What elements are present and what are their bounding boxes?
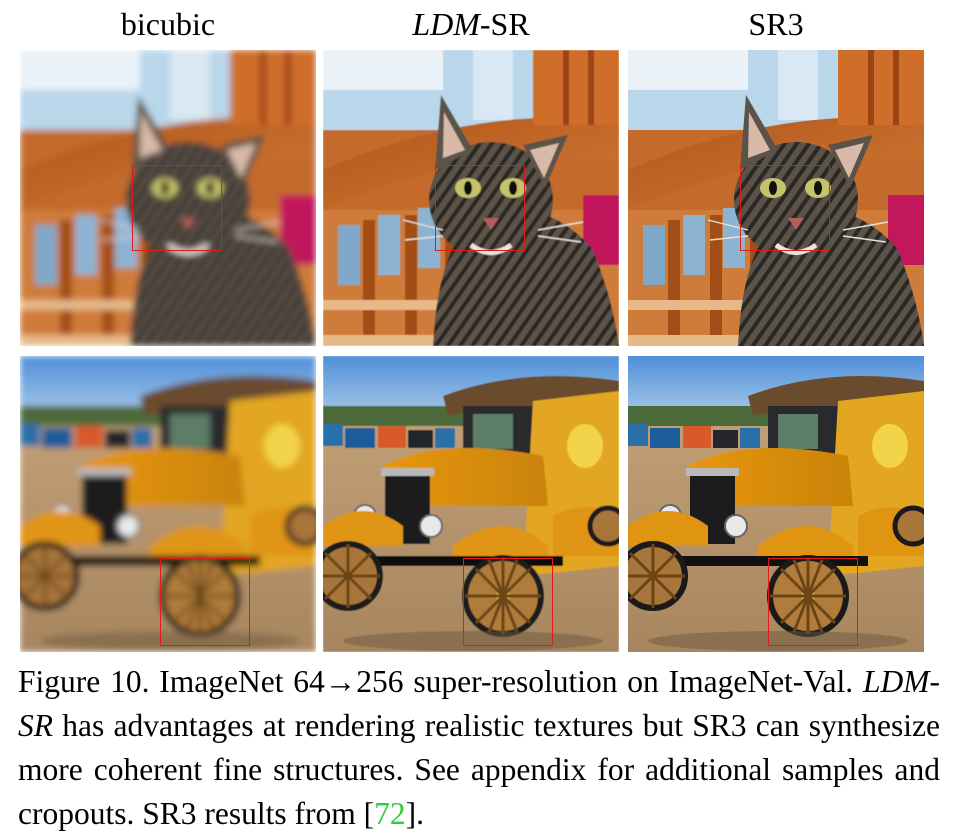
image-car-bicubic	[20, 356, 316, 652]
caption-text-3: ].	[405, 796, 424, 831]
crop-box	[463, 558, 553, 646]
crop-box	[768, 558, 858, 646]
citation-link[interactable]: 72	[374, 796, 406, 831]
image-car-sr3	[628, 356, 924, 652]
crop-box	[435, 165, 525, 251]
column-header-bicubic: bicubic	[20, 2, 316, 46]
image-cat-sr3	[628, 50, 924, 346]
column-header-label: bicubic	[120, 6, 216, 42]
figure-caption: Figure 10. ImageNet 64→256 super-resolut…	[18, 660, 940, 836]
caption-text-2: has advantages at rendering realistic te…	[18, 708, 940, 831]
column-header-label: -SR	[479, 6, 530, 42]
image-cat-bicubic	[20, 50, 316, 346]
column-header-ldm-sr: LDM-SR	[323, 2, 619, 46]
crop-box	[132, 165, 222, 251]
column-header-label-italic: LDM	[412, 6, 480, 42]
image-car-ldm-sr	[323, 356, 619, 652]
caption-text-1: Figure 10. ImageNet 64→256 super-resolut…	[18, 664, 854, 699]
caption-italic-label: LDM-SR	[18, 664, 941, 743]
crop-box	[160, 558, 250, 646]
column-header-label: SR3	[748, 6, 804, 42]
crop-box	[740, 165, 830, 251]
image-cat-ldm-sr	[323, 50, 619, 346]
column-header-sr3: SR3	[628, 2, 924, 46]
